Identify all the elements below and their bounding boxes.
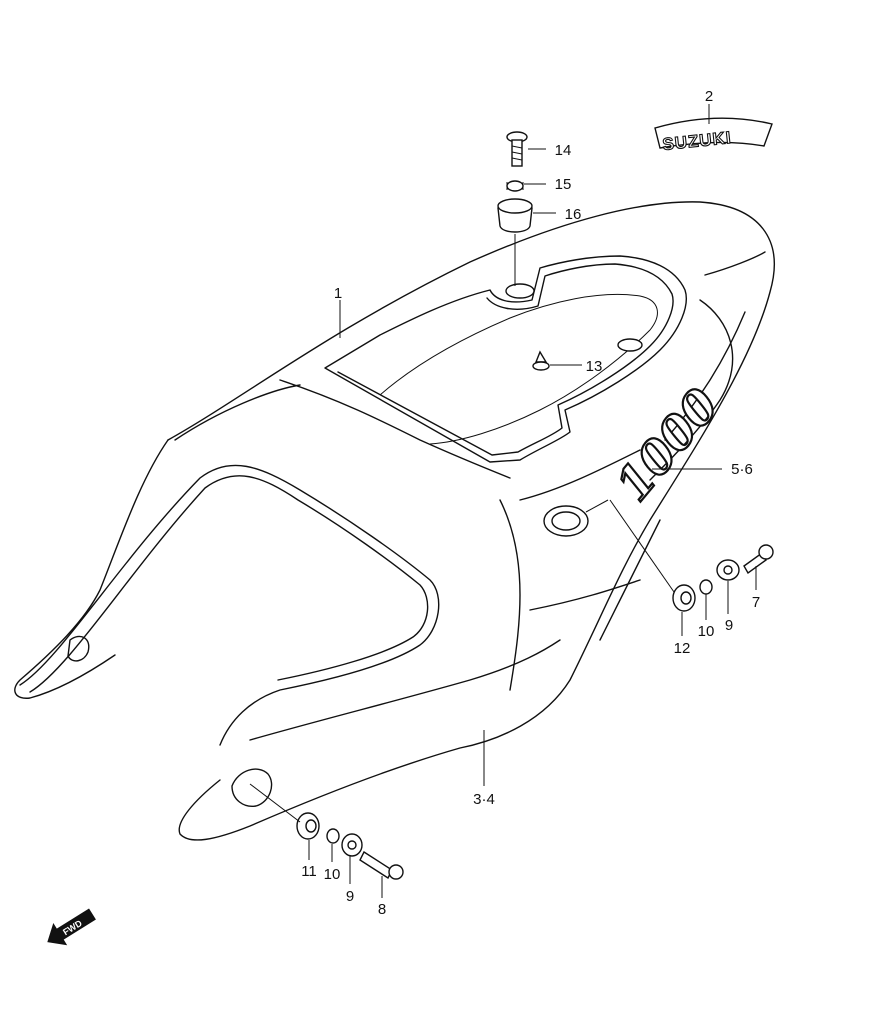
collar-15 bbox=[506, 180, 524, 192]
fwd-arrow-icon: FWD bbox=[47, 908, 96, 946]
callout-16: 16 bbox=[565, 206, 582, 223]
callout-labels: 1 2 3·4 5·6 7 8 9 9 10 10 11 12 13 14 15… bbox=[301, 88, 760, 918]
seat-tail-cover bbox=[14, 201, 775, 841]
suzuki-emblem: SUZUKI bbox=[654, 117, 773, 155]
leader-lines bbox=[249, 104, 757, 898]
callout-10-left: 10 bbox=[324, 866, 341, 883]
cushion-16 bbox=[497, 198, 533, 233]
bolt-7 bbox=[743, 544, 774, 575]
callout-13: 13 bbox=[586, 358, 603, 375]
grommet-12 bbox=[672, 584, 696, 612]
collar-10-right bbox=[699, 579, 713, 595]
clip-13 bbox=[532, 350, 550, 371]
callout-2: 2 bbox=[705, 88, 713, 105]
callout-1: 1 bbox=[334, 285, 342, 302]
callout-10-right: 10 bbox=[698, 623, 715, 640]
screw-14 bbox=[506, 131, 528, 167]
callout-7: 7 bbox=[752, 594, 760, 611]
washer-9-right bbox=[716, 559, 740, 581]
callout-3-4: 3·4 bbox=[473, 791, 495, 808]
callout-11: 11 bbox=[301, 863, 317, 880]
grommet-11 bbox=[296, 812, 320, 840]
callout-8: 8 bbox=[378, 901, 386, 918]
callout-15: 15 bbox=[555, 176, 572, 193]
callout-9-right: 9 bbox=[725, 617, 733, 634]
collar-10-left bbox=[326, 828, 340, 844]
washer-9-left bbox=[341, 833, 363, 857]
bolt-8 bbox=[359, 850, 404, 880]
callout-5-6: 5·6 bbox=[731, 461, 753, 478]
callout-12: 12 bbox=[674, 640, 691, 657]
callout-14: 14 bbox=[555, 142, 572, 159]
callout-9-left: 9 bbox=[346, 888, 354, 905]
